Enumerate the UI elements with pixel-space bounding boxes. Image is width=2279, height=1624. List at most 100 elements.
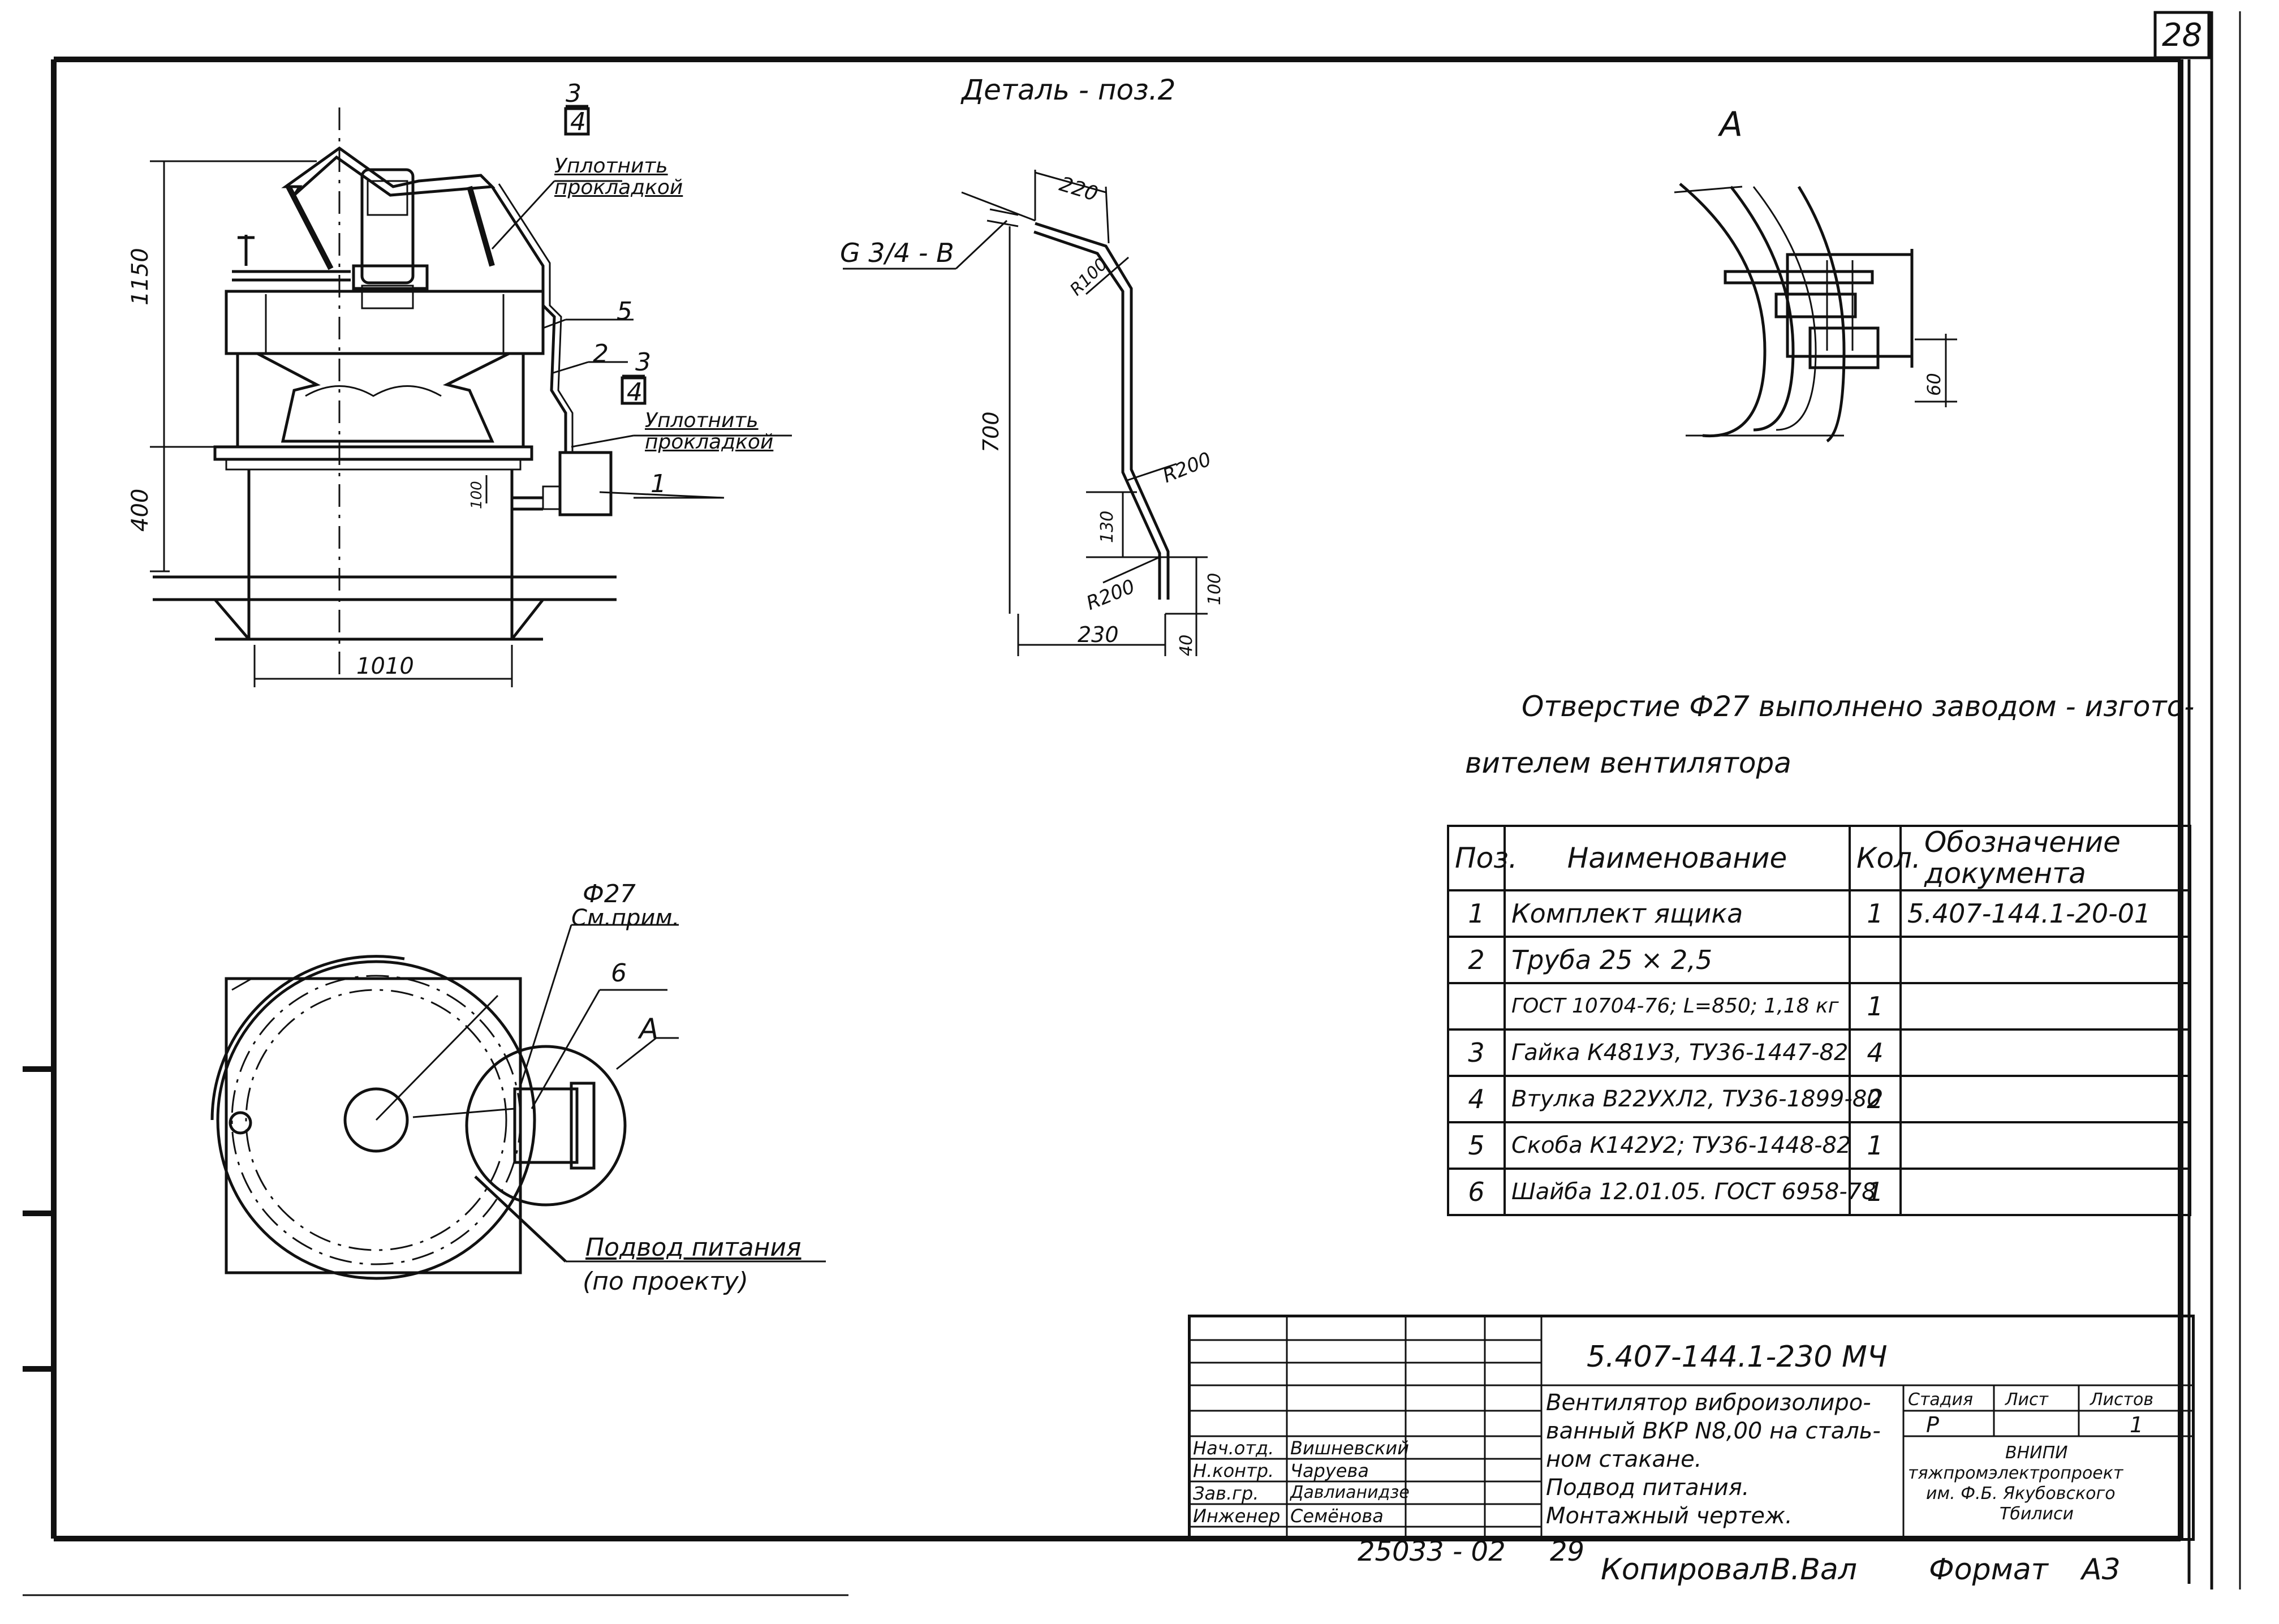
title-block-grid bbox=[1191, 1317, 2192, 1538]
row-qty: 1 bbox=[1849, 889, 1902, 938]
format-label: Формат bbox=[1929, 1553, 2048, 1587]
by-project-label: (по проекту) bbox=[583, 1267, 748, 1296]
document-code: 5.407-144.1-230 МЧ bbox=[1587, 1340, 1888, 1374]
row-name: Комплект ящика bbox=[1503, 889, 1851, 938]
dim-130: 130 bbox=[1097, 510, 1117, 543]
row-pos: 5 bbox=[1447, 1121, 1506, 1170]
dim-700: 700 bbox=[979, 411, 1003, 453]
copied-by-name: В.Вал bbox=[1770, 1553, 1857, 1587]
row-pos: 6 bbox=[1447, 1168, 1506, 1216]
org-line-3: им. Ф.Б. Якубовского bbox=[1926, 1484, 2116, 1504]
header-doc-line-1: Обозначение bbox=[1924, 826, 2121, 859]
stage-label: Стадия bbox=[1908, 1390, 1974, 1410]
title-line-4: Подвод питания. bbox=[1546, 1475, 1750, 1501]
power-supply-label: Подвод питания bbox=[585, 1233, 802, 1262]
row-doc bbox=[1899, 936, 2191, 984]
title-line-5: Монтажный чертеж. bbox=[1546, 1503, 1793, 1529]
callout-1: 1 bbox=[650, 469, 666, 498]
row-name: ГОСТ 10704-76; L=850; 1,18 кг bbox=[1503, 982, 1851, 1031]
callout-3b: 3 bbox=[635, 348, 651, 377]
row-name: Скоба К142У2; ТУ36-1448-82 bbox=[1503, 1121, 1851, 1170]
thread-label: G 3/4 - B bbox=[840, 238, 954, 268]
page-number-box bbox=[2153, 11, 2211, 59]
row-pos: 3 bbox=[1447, 1028, 1506, 1077]
note-line-1: Отверстие Ф27 выполнено заводом - изгото… bbox=[1522, 690, 2195, 723]
callout-5: 5 bbox=[617, 297, 632, 326]
table-row: 1 Комплект ящика 1 5.407-144.1-20-01 bbox=[1447, 889, 2191, 938]
row-qty: 2 bbox=[1849, 1075, 1902, 1123]
title-block: 5.407-144.1-230 МЧ Вентилятор виброизоли… bbox=[1188, 1315, 2195, 1541]
row-pos: 2 bbox=[1447, 936, 1506, 984]
header-doc: Обозначение документа bbox=[1899, 825, 2191, 891]
staff-role-2: Н.контр. bbox=[1193, 1460, 1274, 1481]
row-doc bbox=[1899, 1075, 2191, 1123]
row-pos: 4 bbox=[1447, 1075, 1506, 1123]
detail-title: Деталь - поз.2 bbox=[962, 74, 1176, 106]
dim-100-detail: 100 bbox=[1205, 572, 1225, 605]
row-doc bbox=[1899, 1121, 2191, 1170]
format-value: А3 bbox=[2082, 1553, 2121, 1587]
seal-label-1: Уплотнить прокладкой bbox=[554, 154, 683, 199]
dim-100-side: 100 bbox=[468, 481, 485, 509]
title-line-2: ванный ВКР N8,00 на сталь- bbox=[1546, 1418, 1881, 1444]
callout-6: 6 bbox=[611, 959, 627, 988]
specification-table: Поз. Наименование Кол. Обозначение докум… bbox=[1447, 825, 2191, 1216]
dim-40: 40 bbox=[1177, 634, 1196, 656]
pipe-detail-view bbox=[843, 170, 1208, 656]
view-a bbox=[1674, 183, 1957, 443]
fan-side-view bbox=[150, 105, 792, 687]
seal-label-2: Уплотнить прокладкой bbox=[645, 409, 774, 454]
row-name: Гайка К481У3, ТУ36-1447-82 bbox=[1503, 1028, 1851, 1077]
row-name: Втулка В22УХЛ2, ТУ36-1899-80 bbox=[1503, 1075, 1881, 1123]
org-line-1: ВНИПИ bbox=[2005, 1443, 2068, 1463]
callout-4b: 4 bbox=[627, 378, 643, 407]
dim-60: 60 bbox=[1923, 373, 1945, 396]
note-line-2: вителем вентилятора bbox=[1465, 747, 1791, 779]
dim-230: 230 bbox=[1078, 622, 1119, 647]
row-doc bbox=[1899, 982, 2191, 1031]
row-doc: 5.407-144.1-20-01 bbox=[1899, 889, 2191, 938]
row-name: Шайба 12.01.05. ГОСТ 6958-78 bbox=[1503, 1168, 1876, 1216]
staff-name-1: Вишневский bbox=[1290, 1437, 1410, 1459]
header-doc-line-2: документа bbox=[1924, 857, 2086, 890]
see-note-label: См.прим. bbox=[571, 905, 680, 931]
stage-value: Р bbox=[1926, 1412, 1939, 1437]
staff-role-3: Зав.гр. bbox=[1193, 1483, 1259, 1504]
table-row: 4 Втулка В22УХЛ2, ТУ36-1899-80 2 bbox=[1447, 1075, 2191, 1123]
fan-plan-view bbox=[210, 924, 826, 1280]
staff-name-3: Давлианидзе bbox=[1290, 1483, 1410, 1502]
org-line-2: тяжпромэлектропроект bbox=[1908, 1463, 2123, 1483]
staff-role-4: Инженер bbox=[1193, 1505, 1281, 1527]
callout-4a: 4 bbox=[570, 107, 586, 136]
row-pos: 1 bbox=[1447, 889, 1506, 938]
hole-dia-label: Ф27 bbox=[583, 880, 636, 908]
staff-name-4: Семёнова bbox=[1290, 1505, 1384, 1527]
row-pos bbox=[1447, 982, 1506, 1031]
org-line-4: Тбилиси bbox=[2000, 1504, 2074, 1524]
staff-name-2: Чаруева bbox=[1290, 1460, 1369, 1481]
dim-1150: 1150 bbox=[127, 248, 153, 305]
header-qty: Кол. bbox=[1849, 825, 1921, 891]
row-qty: 1 bbox=[1849, 982, 1902, 1031]
sheet-label: Лист bbox=[2005, 1390, 2049, 1410]
row-qty: 1 bbox=[1849, 1121, 1902, 1170]
row-qty bbox=[1849, 936, 1902, 984]
row-doc bbox=[1899, 1168, 2191, 1216]
callout-3a: 3 bbox=[566, 79, 581, 108]
copied-by-label: Копировал bbox=[1601, 1553, 1769, 1587]
dim-400: 400 bbox=[127, 488, 153, 532]
title-line-1: Вентилятор виброизолиро- bbox=[1546, 1390, 1871, 1416]
page-number: 28 bbox=[2162, 17, 2203, 54]
row-name: Труба 25 × 2,5 bbox=[1503, 936, 1851, 984]
view-a-title: А bbox=[1720, 105, 1743, 144]
sheets-value: 1 bbox=[2130, 1412, 2144, 1437]
table-row: 3 Гайка К481У3, ТУ36-1447-82 4 bbox=[1447, 1028, 2191, 1077]
marker-a: А bbox=[639, 1013, 659, 1045]
dim-1010: 1010 bbox=[356, 653, 414, 679]
header-name: Наименование bbox=[1503, 825, 1851, 891]
table-row: 6 Шайба 12.01.05. ГОСТ 6958-78 1 bbox=[1447, 1168, 2191, 1216]
table-row: 2 Труба 25 × 2,5 bbox=[1447, 936, 2191, 984]
bottom-page: 29 bbox=[1550, 1536, 1585, 1567]
